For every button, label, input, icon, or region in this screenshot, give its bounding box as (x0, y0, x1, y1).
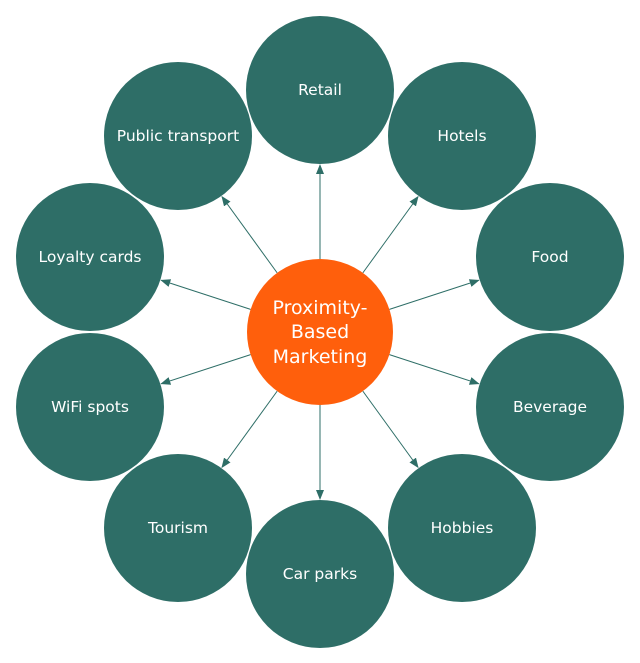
node-circle (388, 62, 536, 210)
node-public-transport: Public transport (104, 62, 252, 210)
node-label: Public transport (117, 127, 239, 145)
node-food: Food (476, 183, 624, 331)
node-tourism: Tourism (104, 454, 252, 602)
arrow-3 (389, 354, 480, 385)
node-label: WiFi spots (51, 398, 129, 416)
node-wifi-spots: WiFi spots (16, 333, 164, 481)
node-circle (16, 333, 164, 481)
node-car-parks: Car parks (246, 500, 394, 648)
node-label: Food (531, 248, 568, 266)
node-circle (246, 500, 394, 648)
center-node: Proximity- Based Marketing (247, 259, 393, 405)
arrows (160, 164, 480, 500)
node-label: Loyalty cards (38, 248, 141, 266)
center-label-line-3: Marketing (273, 346, 368, 368)
arrow-4 (362, 390, 419, 469)
node-circle (16, 183, 164, 331)
node-beverage: Beverage (476, 333, 624, 481)
node-circle (476, 183, 624, 331)
node-label: Tourism (147, 519, 208, 537)
center-label-line-2: Based (291, 321, 349, 343)
node-hobbies: Hobbies (388, 454, 536, 602)
node-label: Retail (298, 81, 342, 99)
node-label: Car parks (283, 565, 357, 583)
node-circle (388, 454, 536, 602)
node-circle (104, 62, 252, 210)
arrow-6 (221, 390, 278, 469)
node-circle (246, 16, 394, 164)
arrow-8 (160, 279, 251, 310)
arrow-1 (362, 195, 419, 274)
node-hotels: Hotels (388, 62, 536, 210)
node-retail: Retail (246, 16, 394, 164)
arrow-2 (389, 279, 480, 310)
node-label: Hobbies (431, 519, 494, 537)
arrow-9 (221, 195, 278, 274)
center-circle (247, 259, 393, 405)
arrow-7 (160, 354, 251, 385)
node-loyalty-cards: Loyalty cards (16, 183, 164, 331)
center-label-line-1: Proximity- (272, 297, 367, 319)
node-circle (476, 333, 624, 481)
node-label: Beverage (513, 398, 587, 416)
node-circle (104, 454, 252, 602)
node-label: Hotels (437, 127, 486, 145)
